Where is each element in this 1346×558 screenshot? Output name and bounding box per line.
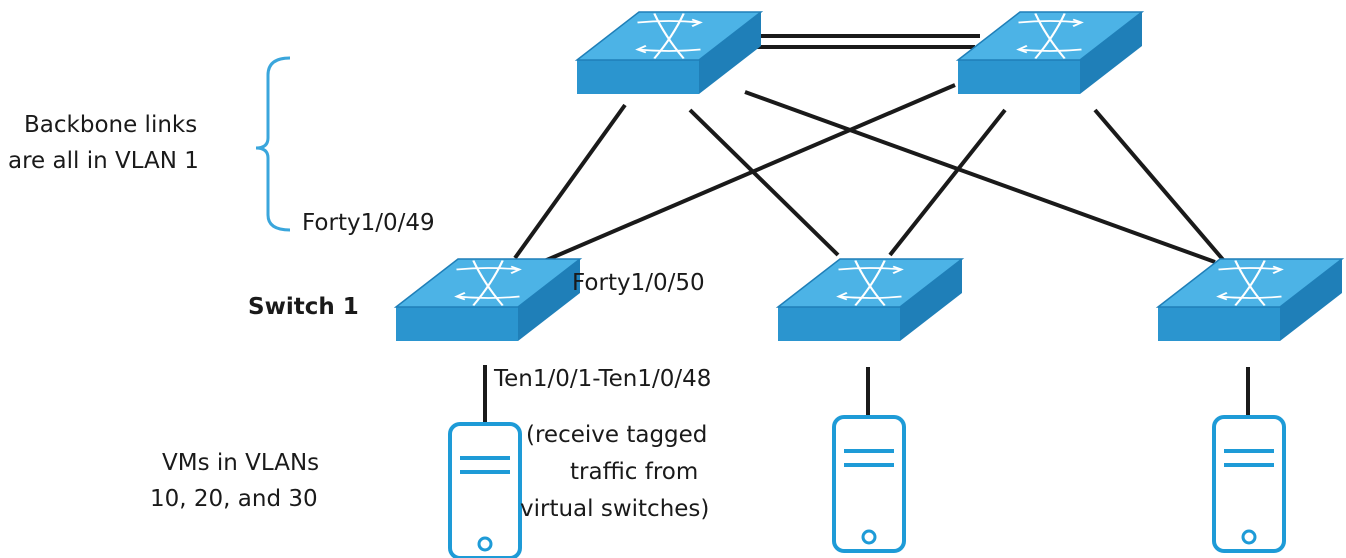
link-core1-switch3: [744, 90, 1216, 264]
switch-1: [393, 258, 583, 341]
backbone-label-line2: are all in VLAN 1: [8, 148, 199, 174]
core-switch-1: [574, 11, 764, 94]
port-label-forty49: Forty1/0/49: [302, 210, 435, 236]
vms-label-line2: 10, 20, and 30: [150, 486, 318, 512]
backbone-links: [513, 34, 1227, 267]
receive-label-line1: (receive tagged: [526, 422, 708, 448]
link-core2-switch2: [888, 108, 1007, 257]
port-label-ten-range: Ten1/0/1-Ten1/0/48: [494, 366, 712, 392]
core-switch-2: [955, 11, 1145, 94]
server-icon: [1212, 415, 1286, 553]
switch-3: [1155, 258, 1345, 341]
receive-label-line2: traffic from: [570, 459, 699, 485]
backbone-label-line1: Backbone links: [24, 112, 198, 138]
link-core2-switch1: [534, 83, 956, 267]
link-core1-switch2: [688, 108, 840, 257]
vms-label-line1: VMs in VLANs: [162, 450, 320, 476]
receive-label-line3: virtual switches): [520, 496, 710, 522]
port-label-forty50: Forty1/0/50: [572, 270, 705, 296]
switch-1-label: Switch 1: [248, 294, 359, 320]
server-icon: [448, 422, 522, 558]
backbone-bracket: [255, 56, 291, 232]
link-core1-switch1: [513, 103, 627, 260]
server-links: [483, 365, 1250, 425]
switch-2: [775, 258, 965, 341]
link-core2-switch3: [1093, 108, 1227, 264]
server-icon: [832, 415, 906, 553]
